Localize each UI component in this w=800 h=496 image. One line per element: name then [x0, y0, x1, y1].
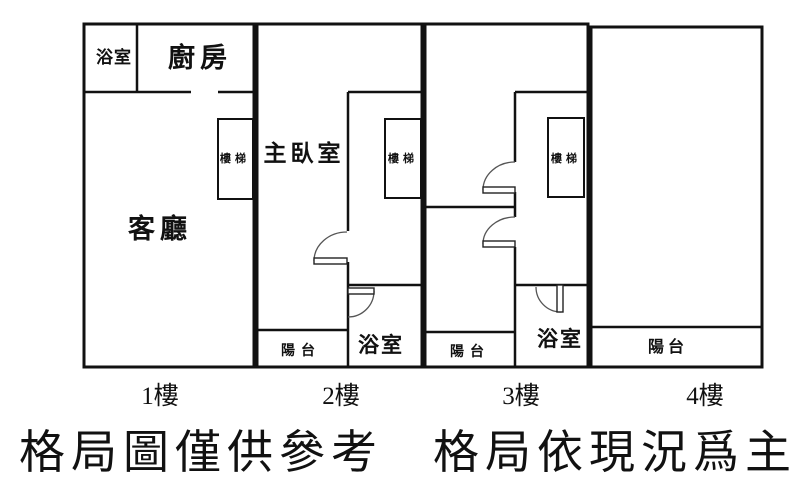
floor1-unit: 浴室 廚房 樓梯 客廳	[82, 22, 256, 369]
disclaimer-right: 格局依現況爲主	[433, 427, 797, 478]
door-swing-arc	[313, 231, 348, 262]
balcony-label: 陽台	[281, 342, 321, 358]
door-leaf	[482, 186, 516, 194]
floor1-caption: 1樓	[141, 382, 179, 410]
stairs-box	[217, 118, 254, 200]
floor4-caption: 4樓	[686, 382, 724, 410]
bathroom-label: 浴室	[537, 327, 583, 351]
floor2-caption: 2樓	[322, 382, 360, 410]
door-leaf	[482, 240, 516, 248]
bathroom-label: 浴室	[96, 47, 132, 67]
stairs-label: 樓梯	[220, 151, 250, 165]
floor3-caption: 3樓	[502, 382, 540, 410]
balcony-label: 陽台	[450, 343, 490, 359]
stairs-box	[384, 118, 422, 199]
master-bedroom-label: 主臥室	[264, 140, 345, 166]
door-swing-arc	[482, 216, 516, 245]
floor3-outline	[423, 22, 590, 369]
door-leaf	[313, 257, 348, 265]
door-leaf	[556, 284, 564, 313]
living-room-label: 客廳	[128, 213, 192, 244]
door-swing-arc	[482, 161, 516, 191]
stairs-label: 樓梯	[388, 151, 418, 165]
floor3-unit: 樓梯 陽台 浴室	[423, 22, 590, 369]
floor4-unit: 陽台	[589, 25, 764, 369]
floor4-outline	[589, 25, 764, 369]
bathroom-label: 浴室	[358, 333, 404, 357]
stairs-label: 樓梯	[551, 151, 581, 165]
kitchen-label: 廚房	[168, 42, 232, 73]
door-leaf	[347, 287, 375, 295]
stairs-box	[547, 117, 585, 198]
door-swing-arc	[347, 290, 375, 318]
balcony-label: 陽台	[648, 337, 688, 356]
floor2-unit: 主臥室 樓梯 陽台 浴室	[255, 22, 424, 369]
disclaimer-left: 格局圖僅供參考	[19, 427, 383, 478]
